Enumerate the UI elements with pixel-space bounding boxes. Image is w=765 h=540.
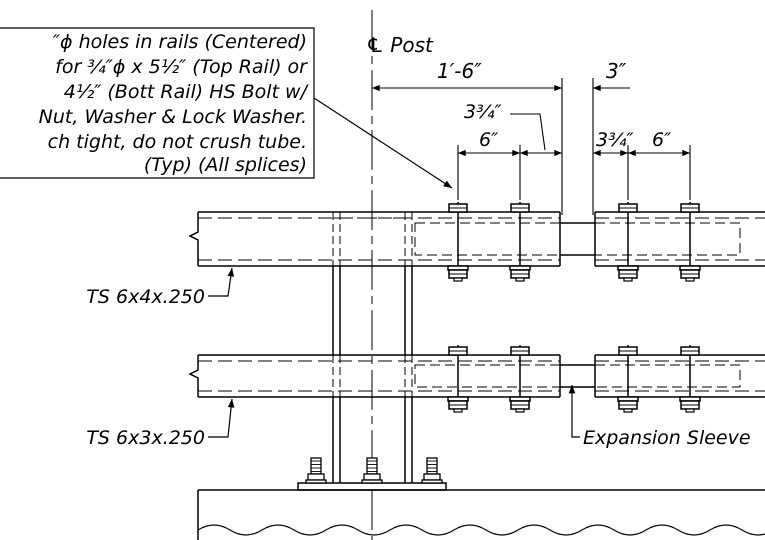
bottom-rail [188, 354, 765, 398]
note-line-2: for ¾″ϕ x 5½″ (Top Rail) or [55, 56, 308, 78]
note-line-5: ch tight, do not crush tube. [48, 131, 307, 153]
expansion-sleeve-label: Expansion Sleeve [583, 427, 751, 449]
dim-bolt-offset-left: 3¾″ [464, 101, 502, 123]
bottom-rail-label: TS 6x3x.250 [86, 427, 205, 449]
note-leader [313, 97, 453, 189]
splice-bolt [447, 345, 469, 413]
splice-bolt [679, 345, 701, 413]
post [332, 212, 413, 483]
note-line-6: (Typ) (All splices) [144, 154, 307, 176]
note-line-3: 4½″ (Bott Rail) HS Bolt w/ [64, 81, 310, 103]
dim-splice-gap: 3″ [606, 59, 627, 83]
splice-bolt [509, 202, 531, 282]
splice-bolt [509, 345, 531, 413]
anchor-bolts [305, 457, 443, 484]
splice-bolt [679, 202, 701, 282]
anchor-bolt [361, 457, 383, 484]
top-rail [188, 211, 765, 267]
splice-bolt [617, 345, 639, 413]
concrete-base [197, 489, 765, 540]
post-centerline-label: ℄ Post [366, 33, 434, 57]
base-plate [297, 482, 447, 491]
note-bracket [0, 27, 315, 179]
dimension-lines [372, 78, 691, 215]
anchor-bolt [421, 457, 443, 484]
anchor-bolt [305, 457, 327, 484]
top-rail-label: TS 6x4x.250 [86, 286, 205, 308]
note-line-1: ″ϕ holes in rails (Centered) [53, 31, 307, 53]
note-text: ″ϕ holes in rails (Centered) for ¾″ϕ x 5… [39, 31, 310, 176]
note-line-4: Nut, Washer & Lock Washer. [39, 106, 307, 128]
splice-bolts [447, 202, 701, 413]
dim-bolt-offset-right: 3¾″ [596, 129, 634, 151]
splice-bolt [617, 202, 639, 282]
label-leaders [208, 267, 580, 438]
dim-bolt-spacing-left: 6″ [479, 129, 498, 151]
splice-bolt [447, 202, 469, 282]
dim-bolt-spacing-right: 6″ [652, 129, 671, 151]
dim-post-to-splice: 1′-6″ [437, 59, 482, 83]
